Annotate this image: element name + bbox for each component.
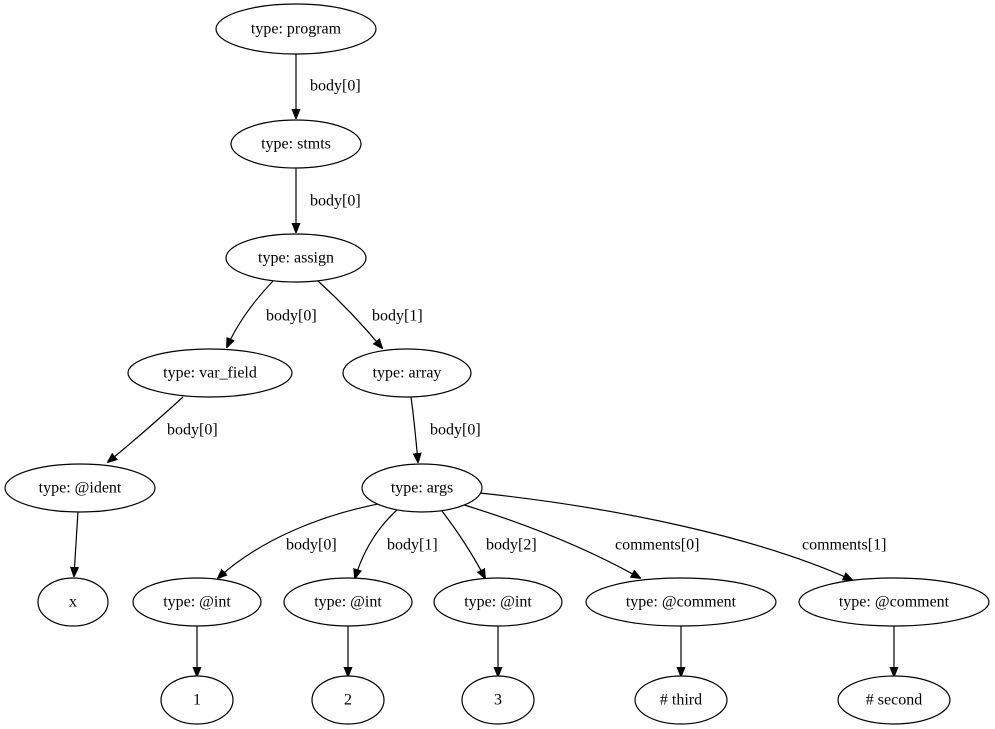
node-second: # second bbox=[837, 675, 951, 725]
node-label-third: # third bbox=[660, 692, 702, 709]
edge-args-int2 bbox=[355, 509, 398, 578]
node-label-val2: 2 bbox=[344, 692, 352, 709]
edge-assign-var-field bbox=[227, 280, 274, 347]
node-var-field: type: var_field bbox=[127, 348, 293, 398]
edge-args-comment1 bbox=[479, 492, 852, 580]
edge-label-args-comment0: comments[0] bbox=[615, 537, 699, 554]
node-label-array: type: array bbox=[373, 365, 442, 382]
node-label-val1: 1 bbox=[193, 692, 201, 709]
node-val1: 1 bbox=[160, 675, 234, 725]
edge-label-args-int1: body[0] bbox=[286, 537, 337, 554]
edge-label-args-int2: body[1] bbox=[387, 537, 438, 554]
node-assign: type: assign bbox=[225, 233, 367, 283]
edge-label-array-args: body[0] bbox=[430, 422, 481, 439]
node-label-comment0: type: @comment bbox=[626, 594, 737, 611]
edge-label-args-comment1: comments[1] bbox=[802, 537, 886, 554]
node-label-int2: type: @int bbox=[314, 594, 382, 611]
node-int2: type: @int bbox=[283, 577, 413, 627]
node-int1: type: @int bbox=[132, 577, 262, 627]
node-program: type: program bbox=[215, 3, 377, 55]
edge-ident-x bbox=[74, 510, 78, 576]
node-third: # third bbox=[634, 675, 728, 725]
edge-assign-array bbox=[317, 280, 382, 348]
node-label-args: type: args bbox=[391, 480, 453, 497]
node-stmts: type: stmts bbox=[230, 119, 362, 169]
node-label-ident: type: @ident bbox=[39, 480, 122, 497]
edge-args-int3 bbox=[441, 510, 485, 578]
edges: body[0] body[0] body[0] body[1] body[0] … bbox=[74, 54, 894, 676]
edge-label-program-stmts: body[0] bbox=[310, 78, 361, 95]
edge-array-args bbox=[410, 396, 418, 462]
node-val3: 3 bbox=[461, 675, 535, 725]
node-label-int1: type: @int bbox=[163, 594, 231, 611]
node-int3: type: @int bbox=[433, 577, 563, 627]
node-comment1: type: @comment bbox=[798, 577, 990, 627]
edge-var-field-ident bbox=[108, 396, 184, 462]
node-comment0: type: @comment bbox=[585, 577, 777, 627]
node-label-int3: type: @int bbox=[464, 594, 532, 611]
nodes: type: program type: stmts type: assign t… bbox=[4, 3, 990, 725]
node-label-val3: 3 bbox=[494, 692, 502, 709]
edge-args-int1 bbox=[218, 502, 384, 578]
edge-label-assign-var-field: body[0] bbox=[266, 308, 317, 325]
node-args: type: args bbox=[361, 463, 483, 513]
node-label-second: # second bbox=[866, 692, 922, 709]
node-array: type: array bbox=[342, 348, 472, 398]
node-label-x: x bbox=[69, 594, 77, 611]
edge-label-stmts-assign: body[0] bbox=[310, 193, 361, 210]
node-label-program: type: program bbox=[251, 21, 342, 38]
edge-label-var-field-ident: body[0] bbox=[167, 422, 218, 439]
edge-label-args-int3: body[2] bbox=[486, 537, 537, 554]
node-x: x bbox=[37, 577, 109, 627]
node-label-var-field: type: var_field bbox=[163, 365, 257, 382]
edge-label-assign-array: body[1] bbox=[372, 308, 423, 325]
node-ident: type: @ident bbox=[4, 463, 156, 513]
node-val2: 2 bbox=[311, 675, 385, 725]
node-label-comment1: type: @comment bbox=[839, 594, 950, 611]
node-label-assign: type: assign bbox=[258, 250, 334, 267]
edge-args-comment0 bbox=[460, 503, 640, 578]
node-label-stmts: type: stmts bbox=[261, 136, 331, 153]
